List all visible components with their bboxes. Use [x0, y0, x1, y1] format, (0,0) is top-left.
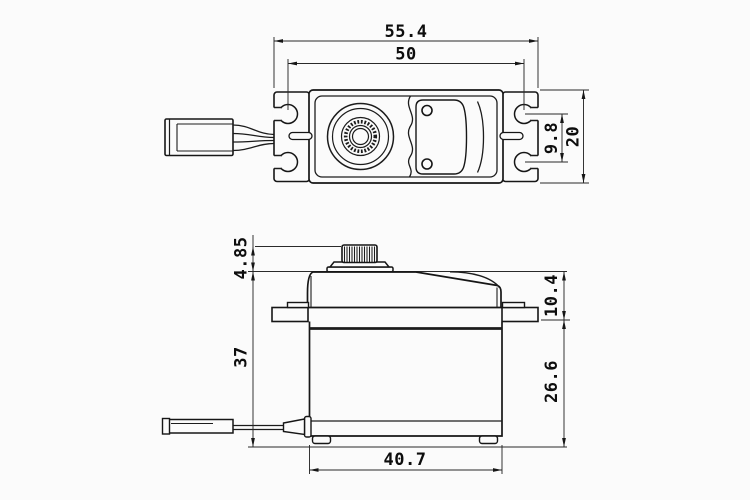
lower-body	[308, 321, 503, 445]
strain-relief	[282, 418, 306, 436]
dim-text-mount-hole-spacing: 50	[395, 45, 416, 65]
dim-text-overall-width: 55.4	[385, 22, 428, 42]
servo-case-top	[308, 89, 504, 184]
screw-hole	[421, 104, 433, 117]
wire-channel-ridge	[449, 271, 501, 288]
screw-panel	[415, 99, 485, 175]
foot	[311, 435, 332, 445]
dim-overall-width: 55.4	[273, 22, 539, 88]
dim-text-body-length: 40.7	[384, 450, 427, 470]
dim-case-height: 20	[540, 89, 589, 184]
wire	[230, 424, 284, 431]
dim-text-mount-hole-offset: 9.8	[542, 122, 562, 154]
wire-exit	[161, 415, 312, 438]
dim-text-upper-height: 10.4	[542, 274, 562, 317]
spline-teeth-ring	[343, 119, 378, 154]
wire-leads	[232, 124, 275, 152]
upper-case	[306, 271, 502, 309]
output-shaft-top	[326, 102, 395, 171]
tab-slot-right	[499, 131, 524, 141]
dim-lower-height: 26.6	[542, 320, 566, 447]
screw-hole	[421, 158, 433, 170]
output-spline	[326, 244, 394, 273]
dim-mount-hole-offset: 9.8	[525, 113, 568, 163]
parting-line	[407, 95, 414, 178]
dim-total-height: 37	[232, 271, 255, 447]
side-view: 4.85 37 10.4 26.6 40.7	[161, 235, 570, 474]
foot	[478, 435, 499, 445]
dim-upper-height: 10.4	[541, 271, 570, 321]
dim-text-spline-height: 4.85	[232, 237, 252, 280]
dim-text-case-height: 20	[564, 126, 584, 147]
mount-flange	[271, 301, 539, 323]
wire-bushing	[303, 415, 312, 438]
dim-mount-hole-spacing: 50	[287, 45, 525, 110]
dim-spline-height: 4.85	[232, 235, 341, 447]
dim-text-total-height: 37	[232, 346, 252, 367]
dim-body-length: 40.7	[309, 445, 503, 474]
dim-text-lower-height: 26.6	[542, 360, 562, 403]
top-view: 55.4 50 9.8 20	[164, 22, 589, 184]
connector-plug-side	[162, 418, 234, 434]
connector-plug	[164, 118, 234, 157]
tab-slot-left	[288, 131, 313, 141]
